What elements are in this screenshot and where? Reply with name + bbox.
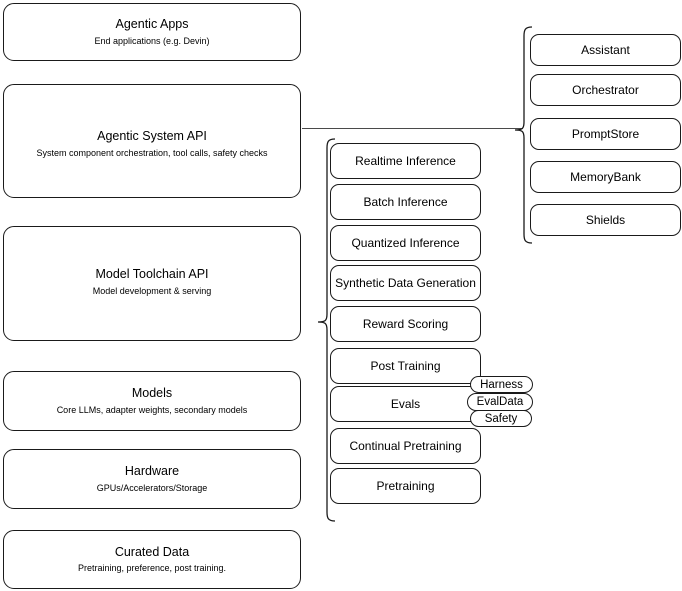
component-box-post-training[interactable]: Post Training [330,348,481,384]
component-label: Batch Inference [363,195,448,209]
layer-subtitle: Pretraining, preference, post training. [77,563,227,574]
component-box-quantized-inference[interactable]: Quantized Inference [330,225,481,261]
component-box-shields[interactable]: Shields [530,204,681,236]
component-box-orchestrator[interactable]: Orchestrator [530,74,681,106]
layer-title: Agentic Apps [115,17,189,32]
badge-label: Harness [480,378,523,391]
component-label: Evals [390,397,421,411]
layer-title: Curated Data [114,544,190,559]
layer-box-models[interactable]: Models Core LLMs, adapter weights, secon… [3,371,301,431]
component-label: Pretraining [376,479,435,493]
component-label: Reward Scoring [362,317,449,331]
layer-subtitle: Model development & serving [92,285,212,296]
component-box-continual-pretraining[interactable]: Continual Pretraining [330,428,481,464]
component-label: PromptStore [571,127,640,141]
component-label: Orchestrator [572,83,639,97]
layer-title: Model Toolchain API [95,267,209,281]
brace-agentic-components [514,26,533,244]
badge-label: Safety [484,412,518,425]
component-label: Continual Pretraining [349,439,462,453]
layer-subtitle: System component orchestration, tool cal… [36,147,268,158]
layer-title: Models [131,386,173,401]
badge-harness[interactable]: Harness [470,376,533,393]
layer-subtitle: End applications (e.g. Devin) [94,35,210,46]
component-box-synthetic-data-generation[interactable]: Synthetic Data Generation [330,265,481,301]
layer-subtitle: Core LLMs, adapter weights, secondary mo… [56,404,248,415]
component-label: Quantized Inference [351,236,460,250]
layer-subtitle: GPUs/Accelerators/Storage [96,482,208,493]
layer-title: Hardware [124,464,180,479]
layer-box-curated-data[interactable]: Curated Data Pretraining, preference, po… [3,530,301,589]
component-box-memorybank[interactable]: MemoryBank [530,161,681,193]
component-box-evals[interactable]: Evals [330,386,481,422]
brace-toolchain-components [317,138,336,522]
component-label: Assistant [581,43,630,57]
component-label: Shields [585,213,626,227]
connector-line-agentic-system [302,128,523,130]
component-box-promptstore[interactable]: PromptStore [530,118,681,150]
layer-box-agentic-apps[interactable]: Agentic Apps End applications (e.g. Devi… [3,3,301,61]
badge-evaldata[interactable]: EvalData [467,393,533,411]
layer-title: Agentic System API [97,129,207,143]
badge-safety[interactable]: Safety [470,410,532,427]
component-box-assistant[interactable]: Assistant [530,34,681,66]
component-label: Post Training [370,359,441,373]
badge-label: EvalData [476,396,524,408]
layer-box-model-toolchain-api[interactable]: Model Toolchain API Model development & … [3,226,301,341]
layer-text-group: Agentic System API System component orch… [4,129,300,159]
component-label: MemoryBank [570,170,641,184]
component-box-realtime-inference[interactable]: Realtime Inference [330,143,481,179]
component-box-batch-inference[interactable]: Batch Inference [330,184,481,220]
component-label: Synthetic Data Generation [335,276,476,290]
component-label: Realtime Inference [355,154,456,168]
component-box-reward-scoring[interactable]: Reward Scoring [330,306,481,342]
layer-text-group: Model Toolchain API Model development & … [4,267,300,297]
layer-box-agentic-system-api[interactable]: Agentic System API System component orch… [3,84,301,198]
component-box-pretraining[interactable]: Pretraining [330,468,481,504]
layer-box-hardware[interactable]: Hardware GPUs/Accelerators/Storage [3,449,301,509]
